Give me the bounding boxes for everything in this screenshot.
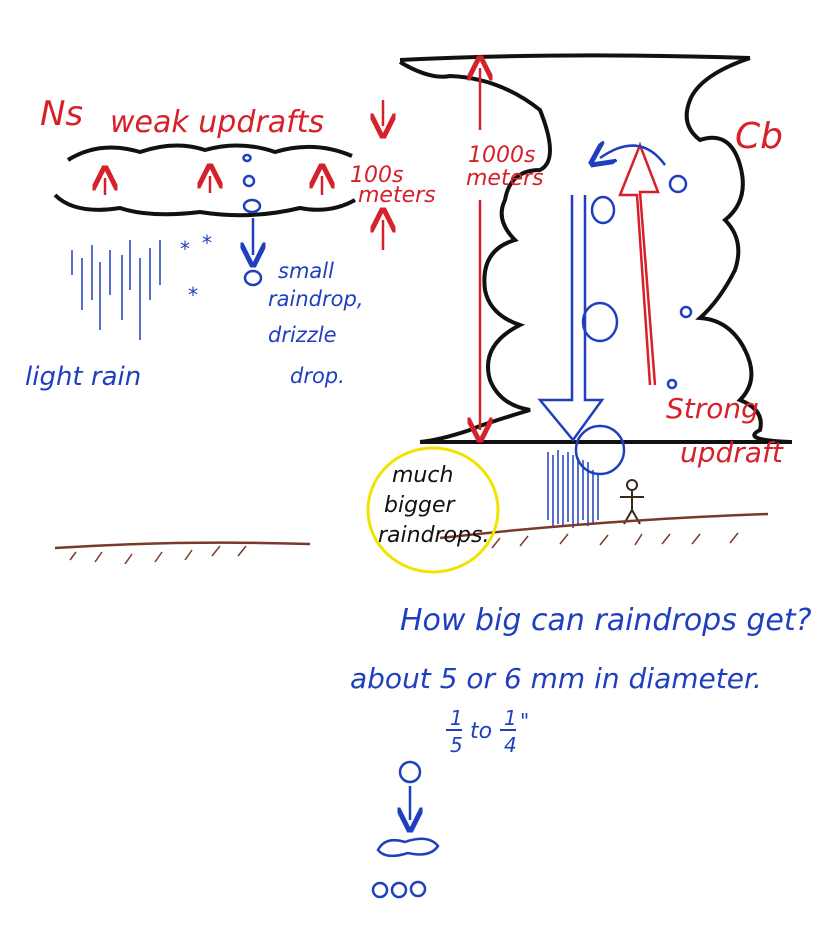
cb-cloud-outline-right [684, 56, 791, 444]
cb-ground-hatching [491, 532, 739, 549]
ns-drop-falling [243, 269, 263, 287]
ns-drop-small [242, 174, 256, 188]
circled-label-2: bigger [384, 493, 457, 518]
ns-snowflake-3: * [188, 283, 198, 307]
cb-cloud-outline [398, 60, 552, 444]
weak-updrafts-label: weak updrafts [110, 105, 324, 140]
drop-label-3: drizzle [268, 323, 337, 347]
cb-thickness-label-2: meters [466, 166, 544, 191]
cb-drop-large [574, 424, 626, 476]
drop-label-2: raindrop, [268, 287, 363, 311]
cb-label: Cb [735, 116, 783, 157]
fraction-2-denominator: 4 [504, 733, 517, 757]
cb-anvil-top [399, 53, 751, 62]
cb-drop-3 [581, 301, 619, 343]
nimbostratus-section: Ns weak updrafts 100s meters * * * light… [25, 94, 436, 565]
cb-thickness-label-1: 1000s [468, 143, 535, 168]
drop-label-4: drop. [290, 364, 345, 388]
ns-snowflake-2: * [202, 231, 212, 255]
circled-label-3: raindrops. [378, 523, 489, 548]
fraction-1-numerator: 1 [450, 706, 463, 730]
inch-mark: " [520, 709, 529, 733]
breakup-droplet-3 [409, 880, 427, 898]
cb-drop-5 [666, 378, 678, 390]
ns-snowflake-1: * [180, 237, 190, 261]
question-text: How big can raindrops get? [400, 603, 812, 638]
updraft-label: updraft [680, 436, 784, 469]
cb-recirculation-arrow [600, 146, 667, 165]
fraction-1-denominator: 5 [450, 733, 463, 757]
ns-drop-tiny [242, 153, 252, 163]
cb-heavy-rain-streaks [547, 450, 599, 528]
raindrop-size-notes: How big can raindrops get? about 5 or 6 … [350, 603, 812, 899]
circled-label-1: much [392, 463, 453, 488]
person-figure [620, 479, 644, 525]
ns-ground-line [54, 541, 311, 550]
ns-thickness-label-1: 100s [350, 163, 403, 188]
ns-light-rain-streaks [71, 240, 161, 340]
fraction-to: to [470, 719, 492, 744]
fraction-2-numerator: 1 [504, 706, 517, 730]
breakup-droplet-1 [371, 881, 389, 899]
cb-drop-4 [679, 305, 693, 319]
cb-downdraft-arrow [537, 195, 605, 443]
breakup-drop-flattened [376, 837, 440, 858]
ns-thickness-label-2: meters [358, 183, 436, 208]
cumulonimbus-section: Cb 1000s meters Strong updraft [366, 53, 792, 574]
breakup-drop-whole [398, 760, 422, 784]
breakup-droplet-2 [390, 881, 408, 899]
strong-label: Strong [666, 392, 759, 425]
light-rain-label: light rain [25, 362, 141, 392]
ns-label: Ns [40, 94, 83, 134]
ns-drop-medium [242, 198, 262, 214]
ns-cloud-bottom [53, 193, 356, 218]
cb-strong-updraft-arrow [618, 141, 660, 386]
cb-drop-1 [668, 174, 688, 194]
ns-ground-hatching [69, 545, 247, 565]
yellow-highlight-circle [366, 446, 500, 574]
ns-cloud-top [66, 143, 353, 162]
cb-drop-2 [590, 195, 616, 225]
drop-label-1: small [278, 259, 334, 283]
cb-ground-line [439, 512, 769, 540]
answer-text: about 5 or 6 mm in diameter. [350, 662, 762, 695]
